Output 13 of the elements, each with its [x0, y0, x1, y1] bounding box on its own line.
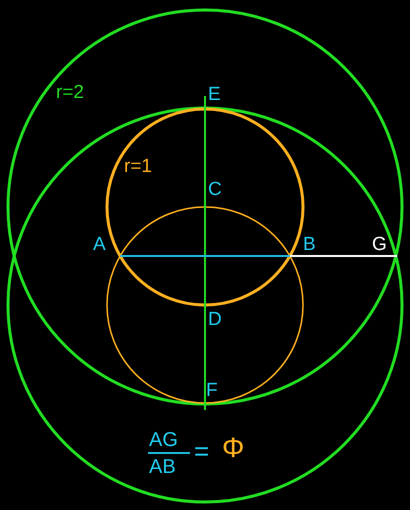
point-label: A [93, 235, 106, 254]
point-label: B [303, 235, 316, 254]
point-label: E [208, 85, 221, 104]
point-label: D [208, 310, 222, 329]
formula-text: AG [149, 430, 178, 450]
point-label: C [208, 180, 222, 199]
formula-text: = [194, 438, 210, 464]
point-label: F [206, 381, 218, 400]
radius-label: r=2 [56, 83, 84, 102]
formula-symbol: Φ [222, 434, 244, 462]
radius-label: r=1 [124, 157, 152, 176]
formula-text: AB [149, 457, 176, 477]
point-label: G [372, 235, 387, 254]
